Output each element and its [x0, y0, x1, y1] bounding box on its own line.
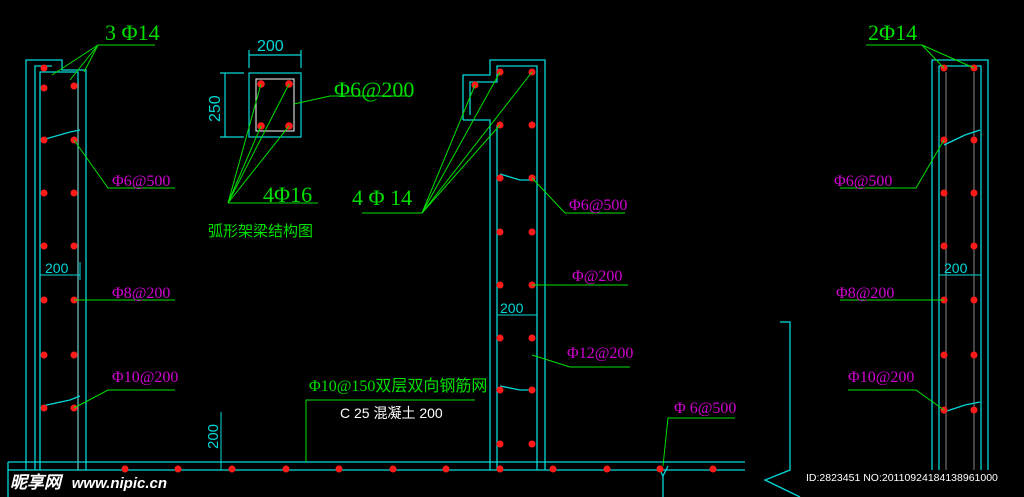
watermark-brand-text: 昵享网 — [10, 473, 61, 492]
slab-reinforcement: Φ10@150双层双向钢筋网 — [309, 377, 487, 395]
center-wall-label-3: Φ12@200 — [567, 345, 633, 362]
right-wall-label-3: Φ10@200 — [848, 369, 914, 386]
section-width-dim: 200 — [257, 38, 284, 55]
left-wall-top-bars: 3 Φ14 — [105, 20, 160, 45]
section-stirrup: Φ6@200 — [334, 77, 414, 102]
center-wall-dim — [496, 300, 538, 320]
right-wall-width-dim: 200 — [944, 260, 968, 276]
center-wall-label-2: Φ@200 — [572, 268, 622, 285]
right-wall-top-bars: 2Φ14 — [868, 20, 917, 45]
slab-tie: Φ 6@500 — [674, 400, 736, 417]
left-wall-label-2: Φ8@200 — [112, 285, 170, 302]
center-wall-leaders — [362, 71, 630, 368]
watermark-site: www.nipic.cn — [71, 475, 168, 492]
left-wall-leaders — [51, 44, 175, 409]
center-wall-top-bars: 4 Φ 14 — [352, 185, 412, 210]
slab-rebars — [121, 465, 717, 473]
section-rebars — [257, 80, 293, 130]
section-main-bars: 4Φ16 — [263, 182, 312, 207]
watermark-brand: 昵享网 www.nipic.cn — [10, 468, 167, 493]
left-wall-dim — [39, 262, 81, 280]
slab-thickness-dim: 200 — [205, 424, 222, 449]
center-wall-label-1: Φ6@500 — [569, 197, 627, 214]
center-wall-width-dim: 200 — [500, 300, 524, 316]
slab — [7, 321, 801, 497]
right-wall-label-2: Φ8@200 — [836, 285, 894, 302]
slab-leaders — [305, 399, 735, 467]
watermark-id: ID:2823451 NO:20110924184138961000 — [806, 472, 998, 484]
center-wall — [462, 59, 546, 470]
left-wall-rebars — [40, 64, 78, 412]
slab-dim — [215, 412, 228, 470]
left-wall-width-dim: 200 — [45, 260, 69, 276]
left-wall-label-3: Φ10@200 — [112, 369, 178, 386]
left-wall-label-1: Φ6@500 — [112, 173, 170, 190]
section-detail — [220, 50, 302, 138]
right-wall-label-1: Φ6@500 — [834, 173, 892, 190]
section-caption: 弧形架梁结构图 — [208, 223, 313, 240]
right-wall-dim — [938, 262, 982, 280]
right-wall-rebars — [940, 64, 978, 414]
slab-concrete: C 25 混凝土 200 — [340, 405, 443, 421]
right-wall-leaders — [840, 44, 975, 411]
section-height-dim: 250 — [207, 95, 224, 122]
section-leaders — [227, 83, 410, 204]
